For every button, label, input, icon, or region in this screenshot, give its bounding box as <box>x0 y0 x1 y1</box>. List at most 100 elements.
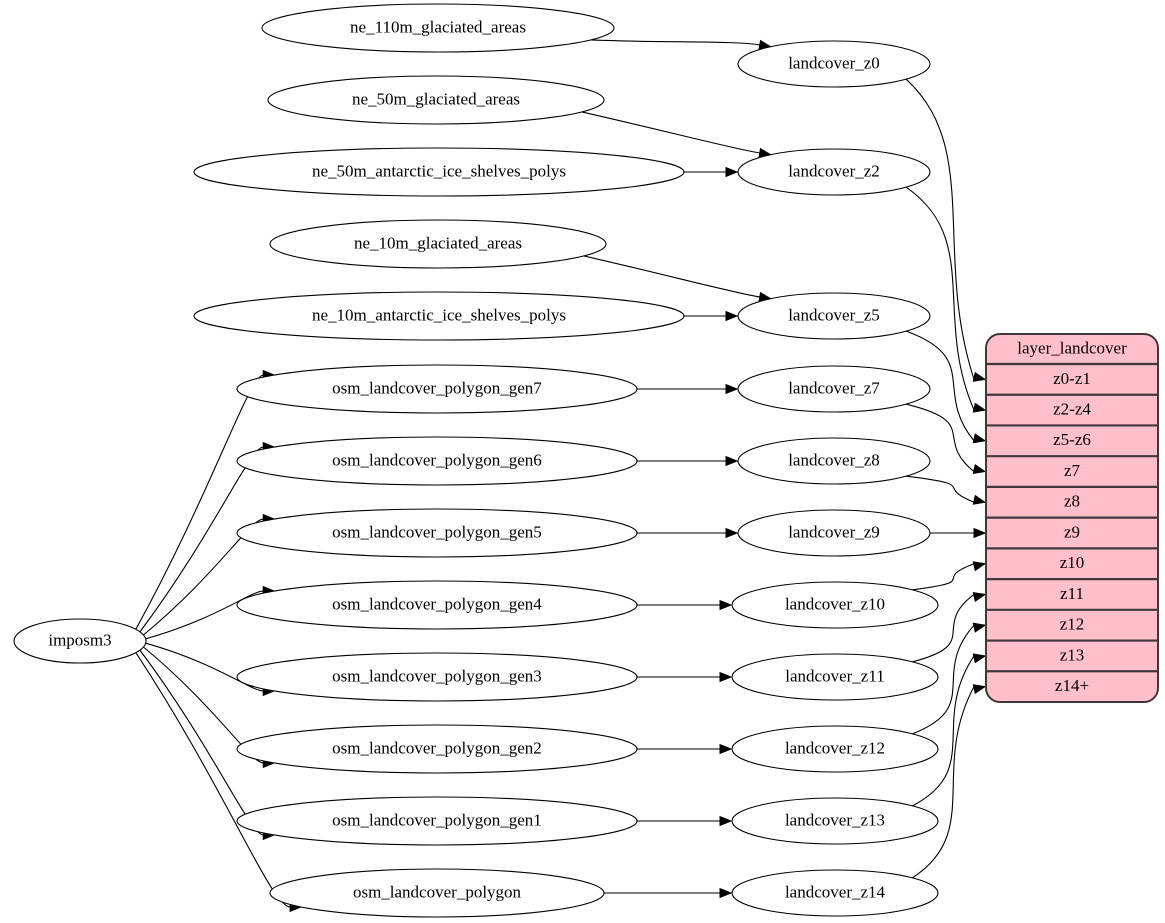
node-label: landcover_z8 <box>788 450 880 469</box>
node-landcover_z10[interactable]: landcover_z10 <box>731 581 939 629</box>
node-imposm3[interactable]: imposm3 <box>13 618 147 664</box>
node-ellipse <box>731 581 939 629</box>
node-landcover_z7[interactable]: landcover_z7 <box>737 365 931 413</box>
edge-path <box>905 330 975 442</box>
node-label: osm_landcover_polygon_gen5 <box>332 522 542 541</box>
table-row[interactable]: z0-z1 <box>1053 369 1091 388</box>
edge-arrowhead <box>719 671 733 683</box>
edge-landcover_z13-to-layer_landcover:z13 <box>912 653 987 807</box>
nodes-layer: ne_110m_glaciated_areas ne_50m_glaciated_… <box>13 3 939 918</box>
node-osm_landcover_polygon_gen2[interactable]: osm_landcover_polygon_gen2 <box>236 724 638 774</box>
edge-arrowhead <box>972 591 987 602</box>
edge-landcover_z14-to-layer_landcover:z14+ <box>912 684 987 879</box>
table-row-label: z13 <box>1060 645 1085 664</box>
node-ellipse <box>731 725 939 773</box>
layer-landcover-table[interactable]: layer_landcoverz0-z1z2-z4z5-z6z7z8z9z10z… <box>985 333 1159 703</box>
node-ellipse <box>737 148 931 196</box>
node-osm_landcover_polygon_gen3[interactable]: osm_landcover_polygon_gen3 <box>236 652 638 702</box>
node-landcover_z11[interactable]: landcover_z11 <box>731 653 939 701</box>
edge-path <box>590 39 760 46</box>
edge-path <box>912 594 975 663</box>
node-ellipse <box>731 869 939 917</box>
table-row[interactable]: z12 <box>987 608 1157 634</box>
node-ne_50m_antarctic_ice_shelves_polys[interactable]: ne_50m_antarctic_ice_shelves_polys <box>193 147 685 197</box>
node-ellipse <box>731 653 939 701</box>
edge-arrowhead <box>972 494 987 505</box>
node-osm_landcover_polygon[interactable]: osm_landcover_polygon <box>269 868 605 918</box>
node-ellipse <box>236 364 638 414</box>
table-row[interactable]: z2-z4 <box>987 393 1157 419</box>
node-label: osm_landcover_polygon_gen1 <box>332 810 542 829</box>
node-ellipse <box>737 509 931 557</box>
edge-arrowhead <box>972 402 987 413</box>
node-label: landcover_z11 <box>785 666 884 685</box>
table-row-label: z12 <box>1060 615 1085 634</box>
node-landcover_z14[interactable]: landcover_z14 <box>731 869 939 917</box>
edge-ne_110m_glaciated_areas-to-landcover_z0 <box>590 39 772 50</box>
edge-osm_landcover_polygon_gen1-to-landcover_z13 <box>637 815 733 827</box>
edge-arrowhead <box>972 684 987 695</box>
node-landcover_z0[interactable]: landcover_z0 <box>737 40 931 88</box>
node-landcover_z5[interactable]: landcover_z5 <box>737 292 931 340</box>
edge-landcover_z12-to-layer_landcover:z12 <box>912 622 987 735</box>
node-label: osm_landcover_polygon_gen3 <box>332 666 542 685</box>
node-label: osm_landcover_polygon_gen6 <box>332 450 542 469</box>
node-label: osm_landcover_polygon_gen4 <box>332 594 542 613</box>
node-osm_landcover_polygon_gen4[interactable]: osm_landcover_polygon_gen4 <box>236 580 638 630</box>
node-landcover_z13[interactable]: landcover_z13 <box>731 797 939 845</box>
table-row[interactable]: z14+ <box>987 670 1157 695</box>
node-ellipse <box>731 797 939 845</box>
node-label: imposm3 <box>48 630 111 649</box>
node-landcover_z2[interactable]: landcover_z2 <box>737 148 931 196</box>
edge-ne_10m_antarctic_ice_shelves_polys-to-landcover_z5 <box>683 310 739 322</box>
edge-arrowhead <box>719 599 733 611</box>
node-osm_landcover_polygon_gen6[interactable]: osm_landcover_polygon_gen6 <box>236 436 638 486</box>
node-landcover_z9[interactable]: landcover_z9 <box>737 509 931 557</box>
node-ne_10m_glaciated_areas[interactable]: ne_10m_glaciated_areas <box>269 219 607 269</box>
node-label: landcover_z12 <box>785 738 885 757</box>
node-label: ne_10m_antarctic_ice_shelves_polys <box>312 305 566 324</box>
node-label: landcover_z2 <box>788 161 880 180</box>
table-row[interactable]: z7 <box>987 455 1157 480</box>
node-ellipse <box>269 868 605 918</box>
node-ne_10m_antarctic_ice_shelves_polys[interactable]: ne_10m_antarctic_ice_shelves_polys <box>193 291 685 341</box>
table-row[interactable]: z11 <box>987 577 1157 603</box>
edge-imposm3-to-osm_landcover_polygon_gen7 <box>134 369 276 631</box>
table-row[interactable]: z10 <box>987 547 1157 572</box>
node-label: ne_50m_glaciated_areas <box>352 89 520 108</box>
table-row[interactable]: z5-z6 <box>987 424 1157 449</box>
node-label: osm_landcover_polygon_gen7 <box>332 378 542 397</box>
node-ne_110m_glaciated_areas[interactable]: ne_110m_glaciated_areas <box>261 3 615 53</box>
edge-path <box>905 78 975 380</box>
table-row[interactable]: z8 <box>987 485 1157 511</box>
node-landcover_z8[interactable]: landcover_z8 <box>737 437 931 485</box>
node-ellipse <box>236 796 638 846</box>
table-row-label: z5-z6 <box>1053 430 1091 449</box>
node-landcover_z12[interactable]: landcover_z12 <box>731 725 939 773</box>
node-label: osm_landcover_polygon_gen2 <box>332 738 542 757</box>
node-ellipse <box>236 652 638 702</box>
node-osm_landcover_polygon_gen7[interactable]: osm_landcover_polygon_gen7 <box>236 364 638 414</box>
edge-ne_10m_glaciated_areas-to-landcover_z5 <box>583 255 772 302</box>
edge-arrowhead <box>972 433 987 444</box>
edge-arrowhead <box>973 527 987 539</box>
node-ellipse <box>267 75 605 125</box>
node-ellipse <box>737 365 931 413</box>
node-ellipse <box>193 291 685 341</box>
edge-arrowhead <box>725 166 739 178</box>
node-label: landcover_z9 <box>788 522 880 541</box>
node-label: landcover_z10 <box>785 594 885 613</box>
table-row-label: z9 <box>1064 522 1080 541</box>
table-row[interactable]: z9 <box>987 516 1157 542</box>
edge-arrowhead <box>972 653 987 664</box>
node-osm_landcover_polygon_gen5[interactable]: osm_landcover_polygon_gen5 <box>236 508 638 558</box>
edge-arrowhead <box>719 887 733 899</box>
table-row[interactable]: z13 <box>987 639 1157 665</box>
node-osm_landcover_polygon_gen1[interactable]: osm_landcover_polygon_gen1 <box>236 796 638 846</box>
node-ellipse <box>737 40 931 88</box>
edge-arrowhead <box>719 743 733 755</box>
node-ne_50m_glaciated_areas[interactable]: ne_50m_glaciated_areas <box>267 75 605 125</box>
edge-osm_landcover_polygon_gen5-to-landcover_z9 <box>637 527 739 539</box>
edge-arrowhead <box>725 383 739 395</box>
node-label: landcover_z14 <box>785 882 886 901</box>
